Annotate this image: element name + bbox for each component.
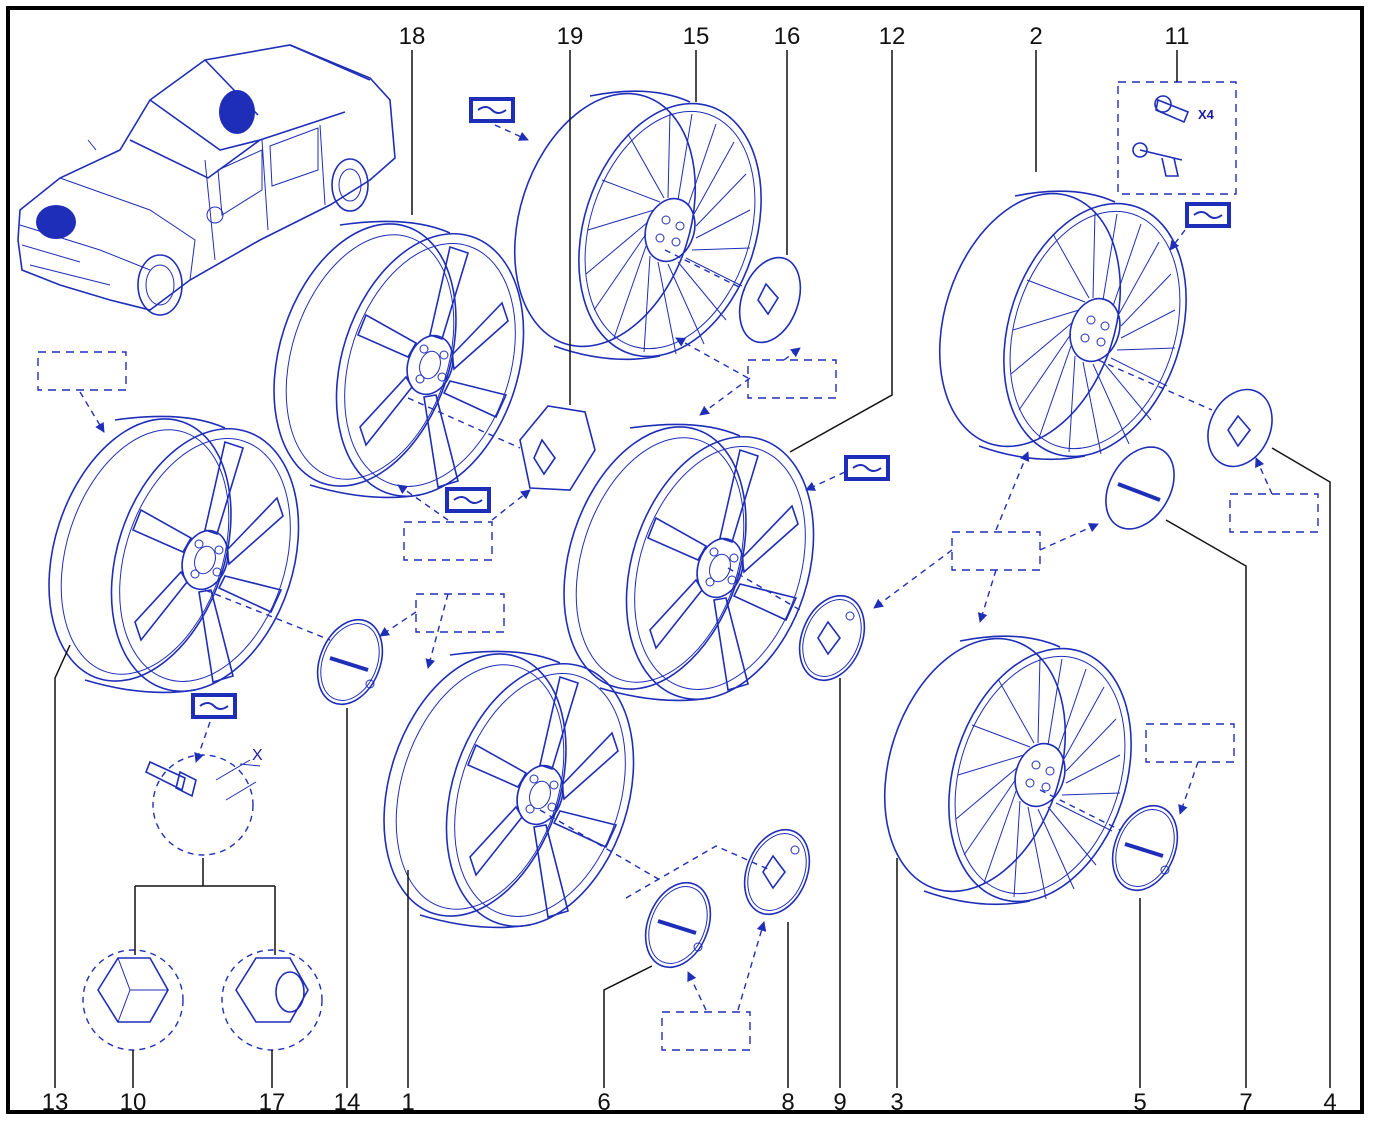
quantity-label: X4	[1198, 107, 1215, 122]
callout-9: 9	[833, 1089, 846, 1116]
callout-labels: 18 19 15 16 12 2 11 13 10 17 14 1 6 8 9 …	[42, 23, 1337, 1116]
hubcap-icon-4	[1207, 388, 1273, 468]
callout-12: 12	[879, 23, 906, 50]
hubcap-icon-8	[731, 819, 823, 925]
nut-cap-icon-17	[221, 949, 323, 1051]
wheel-icon-18	[241, 199, 557, 522]
callout-16: 16	[774, 23, 801, 50]
lock-key-icon	[1117, 81, 1237, 195]
bolt-branch-line	[134, 858, 276, 955]
dimension-label: X	[252, 747, 263, 764]
wheel-bolt-icon	[144, 754, 261, 856]
callout-19: 19	[557, 23, 584, 50]
wheel-icon-2	[908, 169, 1218, 482]
dashed-arrows	[79, 124, 1273, 1011]
reference-boxes	[37, 351, 1319, 1051]
hubcap-icon-5	[1098, 793, 1192, 903]
wheel-icon-3	[853, 614, 1163, 927]
leader-lines	[54, 50, 1331, 1088]
wheel-icon-12	[531, 402, 847, 725]
hubcap-icon-16	[738, 256, 802, 344]
hubcap-icon-7	[1105, 446, 1175, 530]
callout-11: 11	[1165, 23, 1190, 50]
callout-5: 5	[1133, 1089, 1146, 1116]
callout-15: 15	[683, 23, 710, 50]
callout-3: 3	[890, 1089, 903, 1116]
hubcap-icon-19	[519, 405, 596, 491]
hubcap-icon-6	[631, 870, 725, 980]
callout-8: 8	[781, 1089, 794, 1116]
callout-2: 2	[1029, 23, 1042, 50]
callout-10: 10	[120, 1089, 147, 1116]
callout-17: 17	[259, 1089, 286, 1116]
nut-cap-icon-10	[82, 949, 184, 1051]
callout-14: 14	[334, 1089, 361, 1116]
callout-7: 7	[1239, 1089, 1252, 1116]
callout-6: 6	[597, 1089, 610, 1116]
callout-13: 13	[42, 1089, 69, 1116]
callout-4: 4	[1323, 1089, 1336, 1116]
callout-1: 1	[401, 1089, 414, 1116]
car-icon	[17, 44, 396, 316]
hubcap-icon-14	[303, 607, 397, 717]
callout-18: 18	[399, 23, 426, 50]
